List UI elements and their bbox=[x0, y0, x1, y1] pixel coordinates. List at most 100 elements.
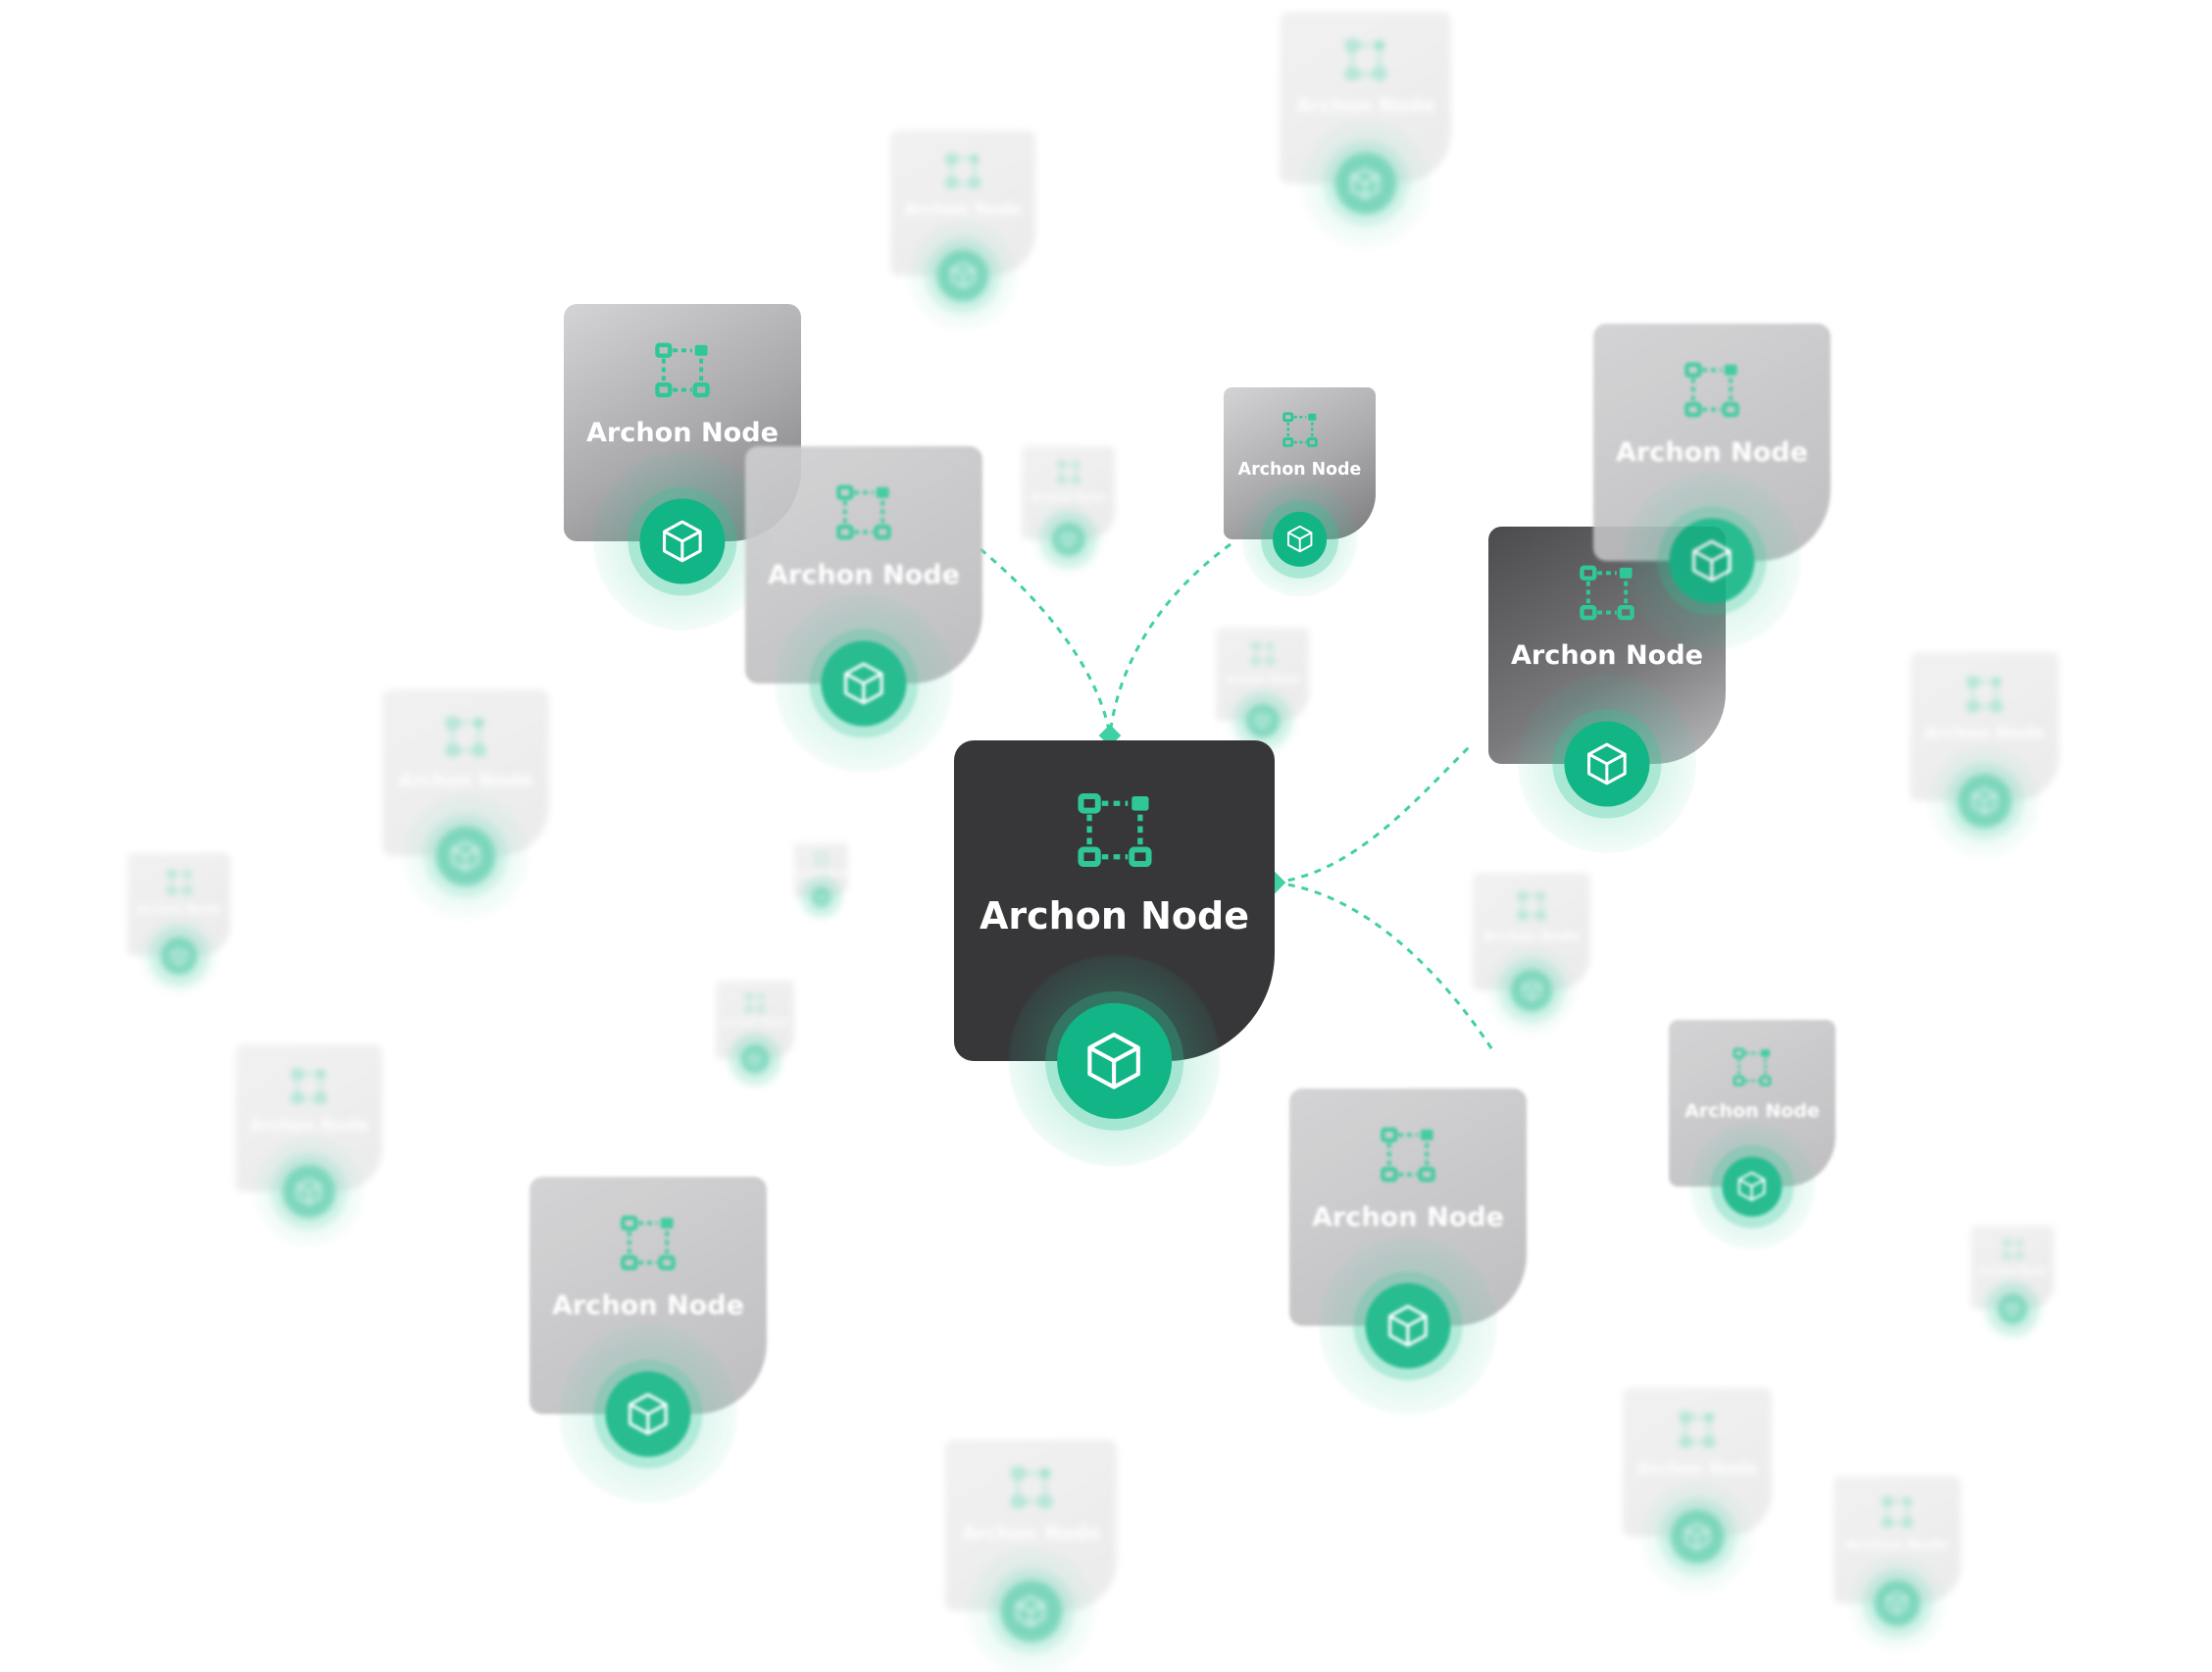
archon-node-card[interactable]: Archon Node bbox=[1971, 1226, 2054, 1342]
archon-node-card[interactable]: Archon Node bbox=[1834, 1476, 1961, 1652]
node-badge[interactable] bbox=[774, 593, 954, 774]
center-node-badge[interactable] bbox=[995, 942, 1233, 1180]
node-network-icon bbox=[1965, 675, 2004, 714]
archon-node-card[interactable]: Archon Node bbox=[745, 446, 982, 774]
node-network-icon bbox=[833, 481, 895, 543]
center-node-label: Archon Node bbox=[980, 893, 1249, 937]
link-left bbox=[980, 547, 1112, 736]
cube-icon bbox=[1874, 1580, 1921, 1627]
archon-node-card[interactable]: Archon Node bbox=[127, 853, 230, 995]
archon-node-card[interactable]: Archon Node bbox=[1280, 12, 1451, 249]
cube-icon bbox=[1000, 1580, 1062, 1643]
node-label: Archon Node bbox=[1615, 437, 1809, 469]
node-network-icon bbox=[1073, 788, 1156, 872]
archon-node-card[interactable]: Archon Node bbox=[1910, 652, 2059, 858]
node-badge[interactable] bbox=[402, 792, 529, 920]
node-badge[interactable] bbox=[253, 1136, 365, 1247]
archon-node-card[interactable]: Archon Node bbox=[1289, 1089, 1527, 1416]
node-network-icon bbox=[618, 1212, 679, 1274]
cube-icon bbox=[1722, 1156, 1783, 1217]
archon-node-card[interactable]: Archon Node bbox=[235, 1044, 382, 1247]
node-label: Archon Node bbox=[398, 769, 533, 791]
node-label: Archon Node bbox=[585, 418, 779, 449]
node-network-icon bbox=[2001, 1239, 2023, 1260]
center-node[interactable]: Archon Node bbox=[954, 740, 1275, 1180]
node-network-icon bbox=[1678, 1410, 1717, 1449]
archon-node-card[interactable]: Archon Node bbox=[1022, 446, 1115, 575]
cube-icon bbox=[740, 1044, 770, 1074]
cube-icon bbox=[821, 640, 907, 727]
node-badge[interactable] bbox=[592, 451, 773, 632]
node-badge[interactable] bbox=[1486, 945, 1577, 1036]
node-badge[interactable] bbox=[1981, 1277, 2044, 1342]
node-badge[interactable] bbox=[558, 1324, 738, 1504]
link-right-up bbox=[1274, 743, 1473, 885]
node-label: Archon Node bbox=[723, 1018, 787, 1029]
node-badge[interactable] bbox=[908, 221, 1018, 330]
archon-node-card[interactable]: Archon Node bbox=[1488, 527, 1726, 854]
link-right-down bbox=[1274, 881, 1497, 1055]
node-badge[interactable] bbox=[1688, 1123, 1816, 1250]
node-label: Archon Node bbox=[551, 1291, 745, 1322]
archon-node-card[interactable]: Archon Node bbox=[945, 1440, 1117, 1672]
archon-node-card[interactable]: Archon Node bbox=[716, 981, 794, 1089]
node-label: Archon Node bbox=[1311, 1202, 1505, 1234]
archon-node-card[interactable]: Archon Node bbox=[1669, 1020, 1835, 1250]
node-badge[interactable] bbox=[1622, 471, 1802, 651]
cube-icon bbox=[1272, 512, 1328, 567]
node-label: Archon Node bbox=[1845, 1537, 1949, 1554]
cube-icon bbox=[1056, 1003, 1173, 1119]
node-label: Archon Node bbox=[1295, 94, 1435, 117]
node-network-icon bbox=[444, 715, 487, 758]
cube-icon bbox=[811, 887, 831, 907]
node-badge[interactable] bbox=[1928, 744, 2041, 858]
node-network-icon bbox=[1009, 1465, 1054, 1510]
cube-icon bbox=[936, 249, 989, 302]
node-badge[interactable] bbox=[1318, 1236, 1498, 1416]
archon-node-card[interactable]: Archon Node bbox=[1473, 873, 1590, 1036]
cube-icon bbox=[639, 498, 726, 584]
node-badge[interactable] bbox=[1300, 118, 1431, 249]
cube-icon bbox=[1051, 522, 1085, 557]
node-network-icon bbox=[814, 851, 828, 865]
cube-icon bbox=[282, 1165, 335, 1218]
node-network-icon bbox=[745, 992, 766, 1013]
node-label: Archon Node bbox=[249, 1115, 369, 1135]
node-badge[interactable] bbox=[1227, 685, 1298, 756]
node-network-icon bbox=[290, 1067, 328, 1105]
node-label: Archon Node bbox=[794, 869, 851, 879]
node-badge[interactable] bbox=[1517, 674, 1697, 854]
node-badge[interactable] bbox=[800, 877, 842, 918]
node-badge[interactable] bbox=[966, 1545, 1096, 1672]
node-network-icon bbox=[1343, 37, 1388, 82]
cube-icon bbox=[160, 937, 198, 975]
node-label: Archon Node bbox=[1225, 672, 1300, 685]
cube-icon bbox=[435, 826, 496, 887]
node-label: Archon Node bbox=[961, 1522, 1101, 1545]
node-badge[interactable] bbox=[1848, 1554, 1946, 1652]
node-badge[interactable] bbox=[1640, 1480, 1754, 1594]
cube-icon bbox=[1510, 969, 1553, 1012]
archon-node-card[interactable]: Archon Node bbox=[890, 130, 1035, 330]
node-badge[interactable] bbox=[1032, 504, 1104, 575]
node-label: Archon Node bbox=[1636, 1458, 1758, 1479]
cube-icon bbox=[1365, 1283, 1451, 1369]
archon-node-card[interactable]: Archon Node bbox=[1224, 387, 1376, 597]
node-label: Archon Node bbox=[1979, 1265, 2046, 1277]
cube-icon bbox=[1957, 774, 2012, 829]
archon-node-card[interactable]: Archon Node bbox=[1593, 324, 1831, 651]
node-label: Archon Node bbox=[1031, 490, 1106, 504]
node-network-icon bbox=[1731, 1045, 1774, 1089]
archon-node-card[interactable]: Archon Node bbox=[529, 1177, 767, 1504]
node-label: Archon Node bbox=[1510, 640, 1704, 672]
node-badge[interactable] bbox=[1241, 481, 1358, 597]
archon-node-card[interactable]: Archon Node bbox=[1216, 628, 1309, 756]
node-badge[interactable] bbox=[725, 1029, 785, 1089]
node-label: Archon Node bbox=[904, 200, 1022, 220]
archon-node-card[interactable]: Archon Node bbox=[794, 843, 851, 918]
archon-node-card[interactable]: Archon Node bbox=[382, 689, 549, 920]
node-badge[interactable] bbox=[139, 917, 219, 995]
archon-node-card[interactable]: Archon Node bbox=[1623, 1388, 1772, 1594]
node-network-icon bbox=[1516, 890, 1546, 921]
